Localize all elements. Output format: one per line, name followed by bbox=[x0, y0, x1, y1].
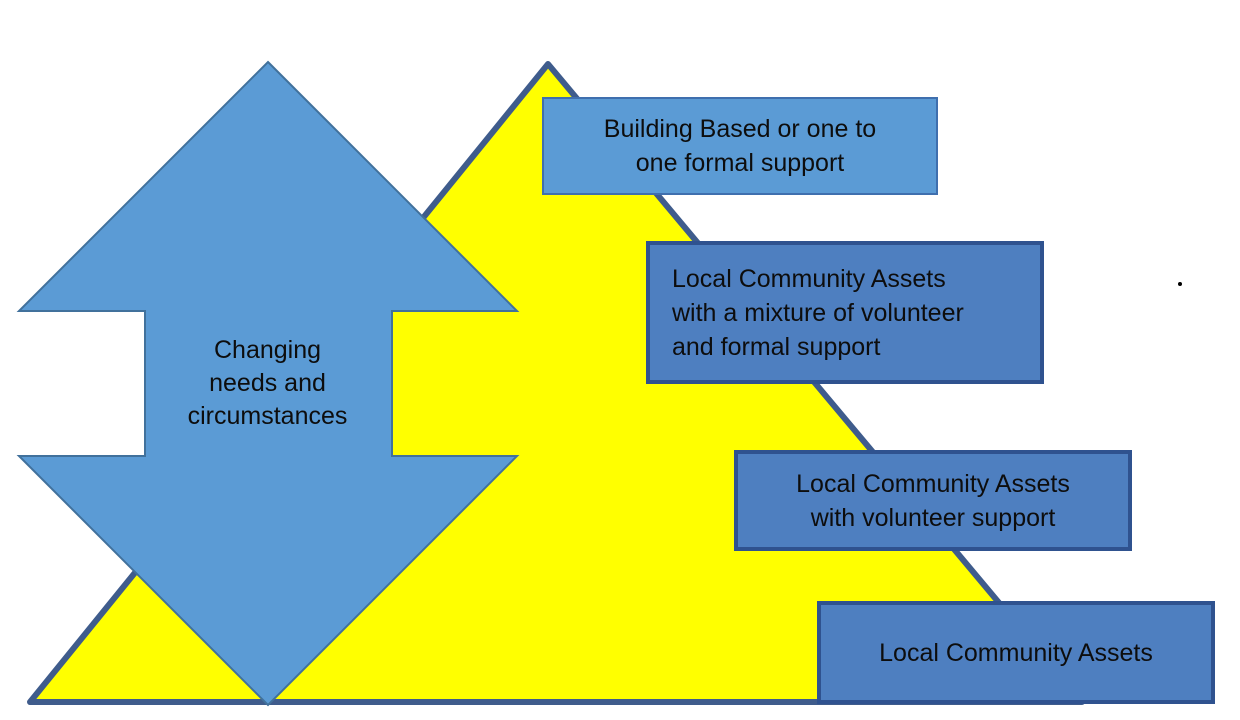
mixed-support-text: Local Community Assets with a mixture of… bbox=[672, 264, 964, 361]
community-assets-text: Local Community Assets bbox=[879, 638, 1153, 667]
volunteer-support-text: Local Community Assets with volunteer su… bbox=[796, 469, 1070, 532]
double-arrow-shape bbox=[16, 60, 520, 707]
building-based-text: Building Based or one to one formal supp… bbox=[603, 115, 877, 177]
volunteer-support-box: Local Community Assets with volunteer su… bbox=[734, 450, 1132, 551]
building-based-box: Building Based or one to one formal supp… bbox=[542, 97, 938, 195]
arrow-label: Changing needs and circumstances bbox=[187, 336, 348, 430]
stray-dot bbox=[1178, 282, 1182, 286]
mixed-support-box: Local Community Assets with a mixture of… bbox=[646, 241, 1044, 384]
community-assets-box: Local Community Assets bbox=[817, 601, 1215, 704]
